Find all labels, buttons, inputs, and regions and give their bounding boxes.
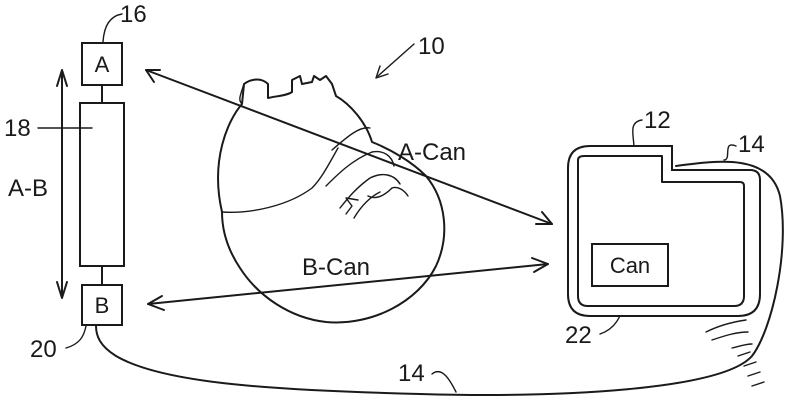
ref-16: 16 xyxy=(120,1,147,28)
implantable-device: Can xyxy=(568,146,760,316)
ref-12-leader xyxy=(633,120,642,148)
ref-20: 20 xyxy=(30,336,57,363)
a-can-label: A-Can xyxy=(398,139,466,166)
ref-10-arrow xyxy=(376,44,414,78)
electrode-a-label: A xyxy=(95,52,110,77)
can-label: Can xyxy=(610,253,650,278)
ref-12: 12 xyxy=(644,107,671,134)
a-b-label: A-B xyxy=(8,175,48,202)
lead-electrode-assembly: A B xyxy=(80,43,124,325)
electrode-b-label: B xyxy=(95,293,110,318)
ref-22: 22 xyxy=(565,322,592,349)
ref-14-top: 14 xyxy=(738,131,765,158)
ref-18: 18 xyxy=(4,115,31,142)
ref-14-bottom: 14 xyxy=(398,360,425,387)
a-b-vector-arrow xyxy=(57,70,67,298)
ref-14-bottom-leader xyxy=(432,372,456,392)
ref-10: 10 xyxy=(418,33,445,60)
ref-14-top-leader xyxy=(724,145,736,160)
ref-20-leader xyxy=(66,326,86,348)
b-can-label: B-Can xyxy=(302,254,370,281)
